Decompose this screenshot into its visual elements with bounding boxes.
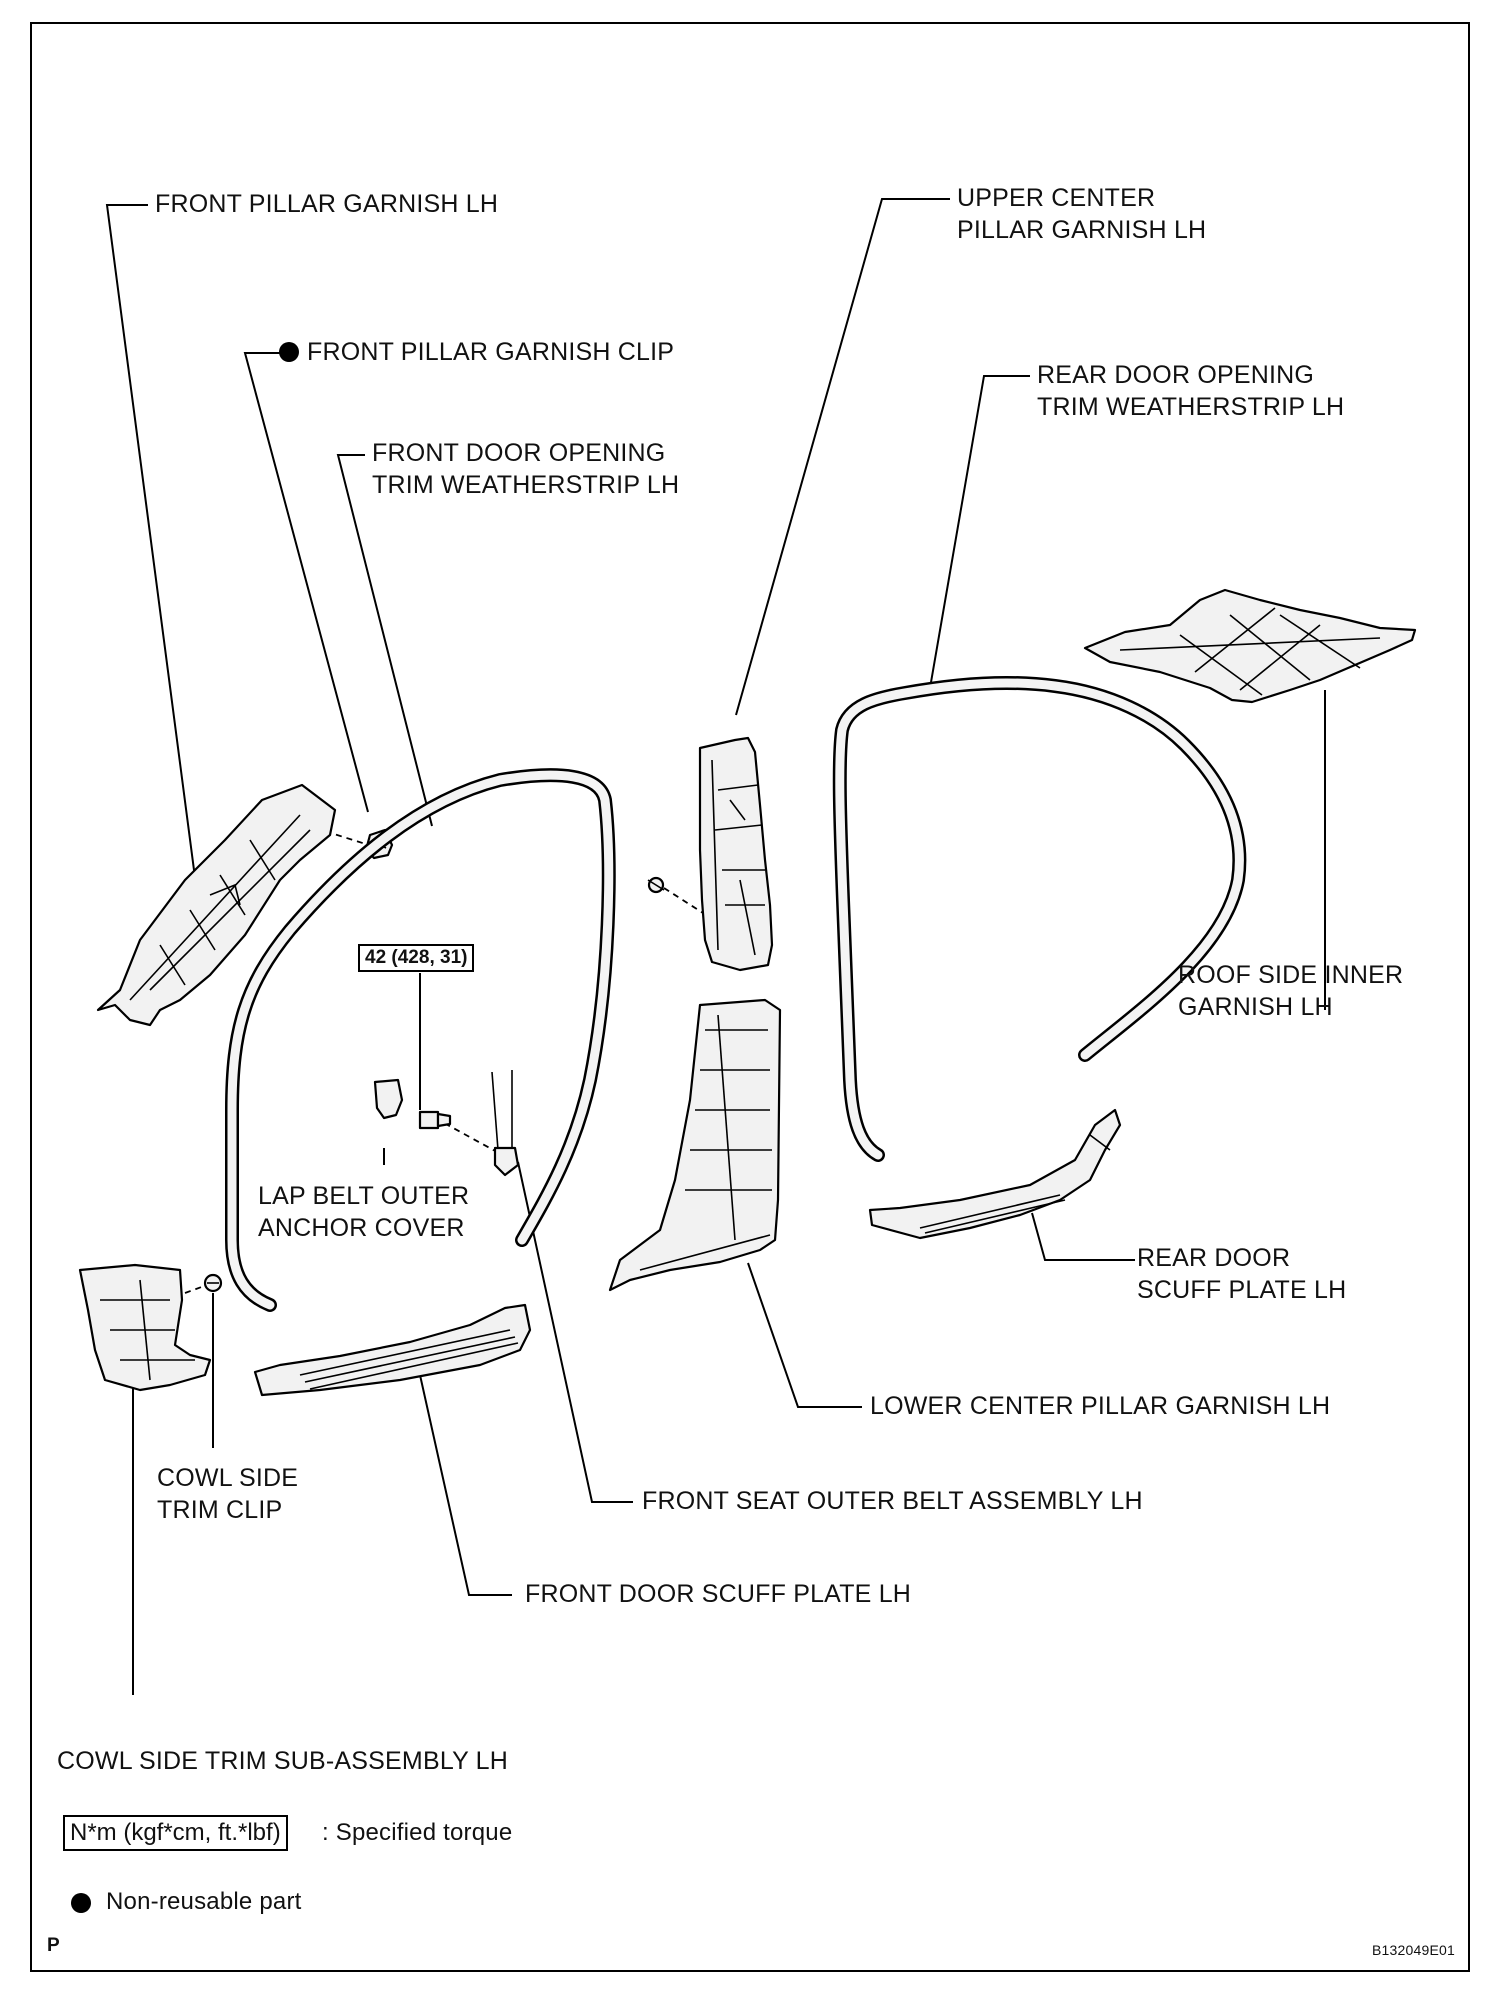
label-cowl-side-trim: COWL SIDE TRIM SUB-ASSEMBLY LH [57, 1747, 509, 1775]
label-roof-side-inner-line2: GARNISH LH [1178, 993, 1333, 1021]
label-rear-door-weatherstrip-line1: REAR DOOR OPENING [1037, 361, 1315, 389]
legend-non-reusable-text: Non-reusable part [106, 1888, 302, 1915]
label-front-door-scuff: FRONT DOOR SCUFF PLATE LH [525, 1580, 912, 1608]
label-rear-door-weatherstrip-line2: TRIM WEATHERSTRIP LH [1037, 393, 1345, 421]
lap-belt-cover [373, 1078, 404, 1120]
leader-rear-door-scuff [1031, 1212, 1135, 1261]
leader-upper-center-pillar [735, 198, 950, 716]
label-lap-belt-cover-line2: ANCHOR COVER [258, 1214, 465, 1242]
label-cowl-side-clip-line1: COWL SIDE [157, 1464, 299, 1492]
label-roof-side-inner-line1: ROOF SIDE INNER [1178, 961, 1404, 989]
label-front-pillar-garnish-clip: FRONT PILLAR GARNISH CLIP [307, 338, 675, 366]
label-cowl-side-clip-line2: TRIM CLIP [157, 1496, 283, 1524]
cowl-side-clip [203, 1273, 223, 1293]
dash-front-pillar-clip [314, 827, 373, 847]
front-door-scuff-plate [253, 1303, 532, 1397]
leader-front-seat-belt [517, 1161, 633, 1503]
label-upper-center-pillar-line1: UPPER CENTER [957, 184, 1156, 212]
leader-lines [105, 198, 1326, 1695]
leader-rear-door-weatherstrip [929, 375, 1030, 689]
legend-non-reusable-icon [71, 1893, 91, 1913]
label-lower-center-pillar: LOWER CENTER PILLAR GARNISH LH [870, 1392, 1331, 1420]
leader-front-door-weatherstrip [336, 454, 433, 827]
dash-upper-pillar-clip [663, 887, 704, 914]
lower-center-pillar-garnish [608, 998, 782, 1292]
label-front-pillar-garnish: FRONT PILLAR GARNISH LH [155, 190, 499, 218]
belt-anchor-bolt [418, 1110, 452, 1130]
label-rear-door-scuff-line1: REAR DOOR [1137, 1244, 1291, 1272]
upper-center-pillar-garnish [698, 736, 774, 972]
figure-id: B132049E01 [1372, 1942, 1455, 1958]
front-pillar-garnish [96, 783, 337, 1027]
page-letter: P [47, 1935, 60, 1956]
label-lap-belt-cover-line1: LAP BELT OUTER [258, 1182, 470, 1210]
upper-pillar-clip [647, 876, 665, 894]
cowl-side-trim [78, 1263, 212, 1392]
front-door-weatherstrip [225, 768, 616, 1312]
leader-front-pillar-clip [243, 352, 369, 813]
legend-torque-unit-box: N*m (kgf*cm, ft.*lbf) [63, 1815, 288, 1851]
leader-front-pillar-garnish [105, 204, 198, 894]
label-front-seat-belt: FRONT SEAT OUTER BELT ASSEMBLY LH [642, 1487, 1143, 1515]
non-reusable-marker-icon [279, 342, 299, 362]
label-front-door-weatherstrip-line2: TRIM WEATHERSTRIP LH [372, 471, 680, 499]
label-upper-center-pillar-line2: PILLAR GARNISH LH [957, 216, 1207, 244]
diagram-frame [30, 22, 1470, 1972]
leader-lower-center-pillar [747, 1262, 862, 1408]
label-rear-door-scuff-line2: SCUFF PLATE LH [1137, 1276, 1347, 1304]
torque-spec-box: 42 (428, 31) [358, 944, 475, 972]
front-seat-outer-belt [491, 1070, 520, 1177]
roof-side-inner-garnish [1083, 588, 1417, 704]
dash-cowl-clip [184, 1284, 208, 1294]
leader-front-door-scuff [419, 1374, 512, 1596]
rear-door-weatherstrip [832, 675, 1247, 1162]
legend-torque-description: : Specified torque [322, 1819, 513, 1846]
label-front-door-weatherstrip-line1: FRONT DOOR OPENING [372, 439, 666, 467]
rear-door-scuff-plate [868, 1108, 1122, 1240]
